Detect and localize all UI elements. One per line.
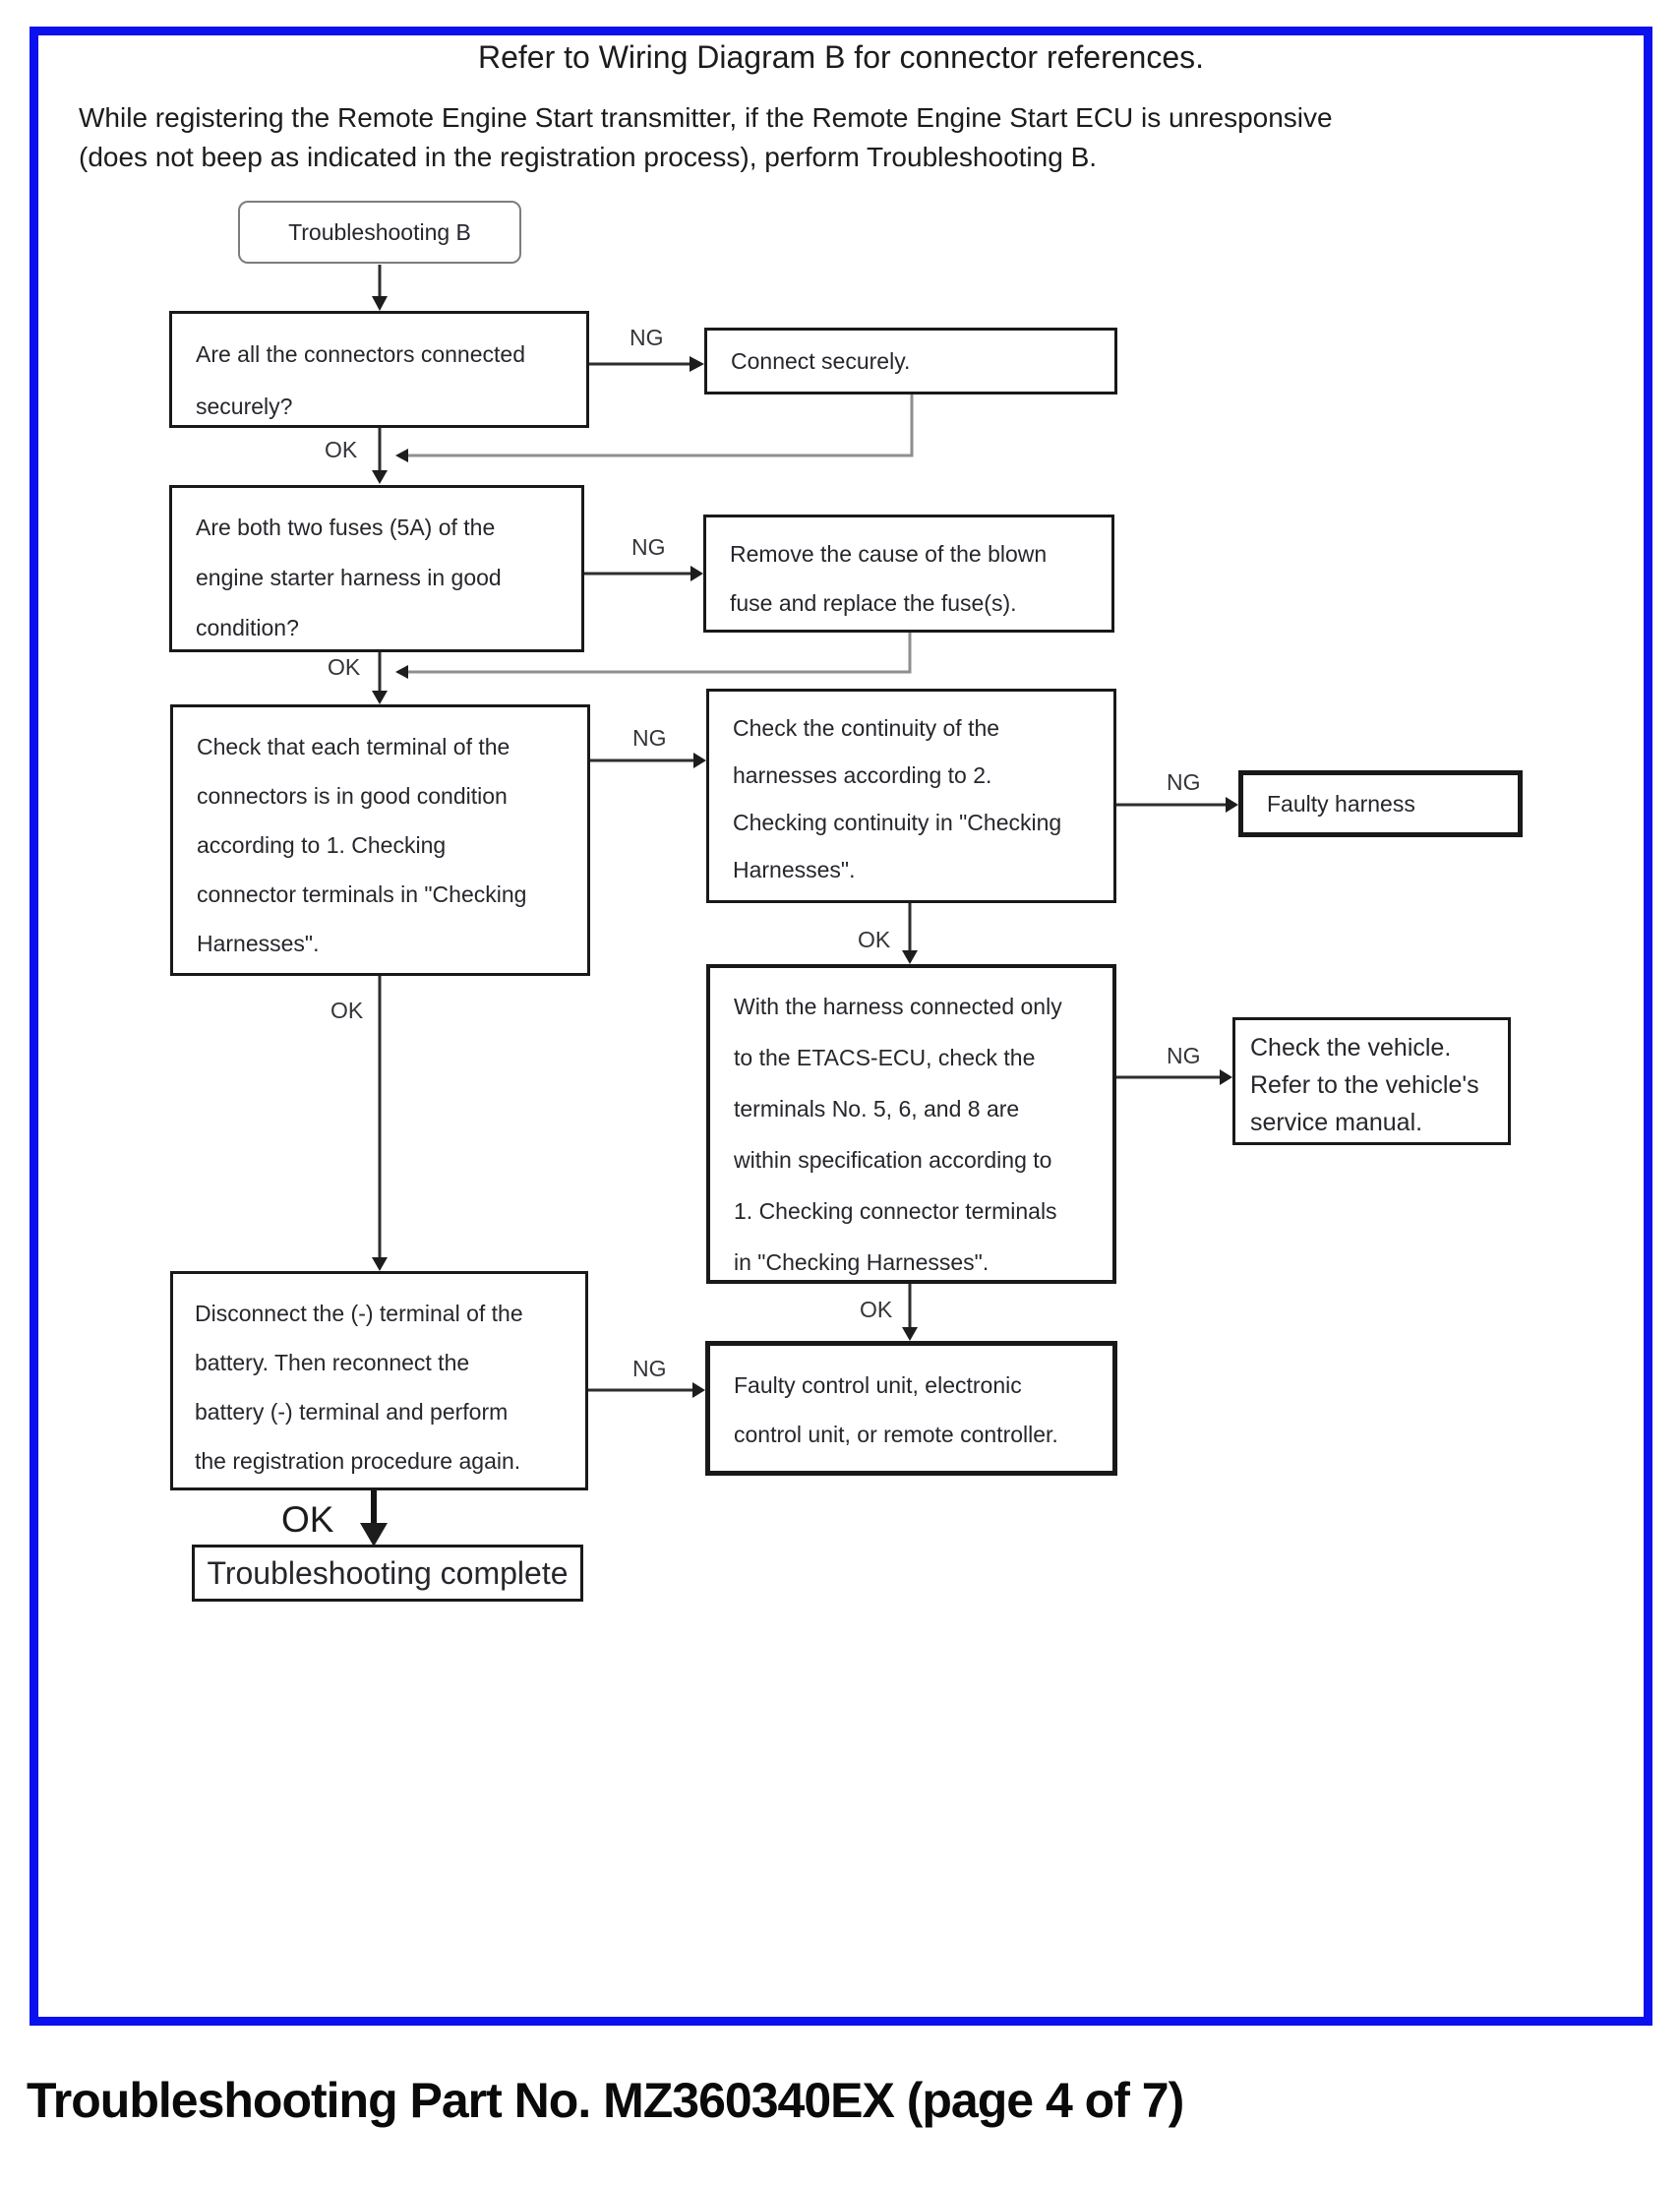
intro-text: While registering the Remote Engine Star… bbox=[79, 102, 1333, 172]
ok-label: OK bbox=[330, 998, 364, 1023]
node-question-terminals: Check that each terminal of the connecto… bbox=[170, 704, 590, 976]
node-action-battery-reconnect: Disconnect the (-) terminal of the batte… bbox=[170, 1271, 588, 1490]
ng-label: NG bbox=[632, 1356, 667, 1381]
ng-label: NG bbox=[631, 534, 666, 560]
node-action-check-continuity: Check the continuity of the harnesses ac… bbox=[706, 689, 1116, 903]
ok-label-large: OK bbox=[281, 1499, 334, 1540]
node-question-etacs-ecu: With the harness connected only to the E… bbox=[706, 964, 1116, 1284]
node-start-troubleshooting-b: Troubleshooting B bbox=[238, 201, 521, 264]
node-action-replace-fuse: Remove the cause of the blown fuse and r… bbox=[703, 515, 1114, 633]
ok-label: OK bbox=[325, 437, 358, 462]
ng-label: NG bbox=[1167, 769, 1201, 795]
ng-label: NG bbox=[632, 725, 667, 751]
page-title: Refer to Wiring Diagram B for connector … bbox=[477, 39, 1205, 75]
ng-label: NG bbox=[1167, 1043, 1201, 1068]
node-result-faulty-harness: Faulty harness bbox=[1238, 770, 1523, 837]
node-question-fuses: Are both two fuses (5A) of the engine st… bbox=[169, 485, 584, 652]
node-question-connectors: Are all the connectors connected securel… bbox=[169, 311, 589, 428]
ok-label: OK bbox=[858, 927, 891, 952]
node-troubleshooting-complete: Troubleshooting complete bbox=[192, 1545, 583, 1602]
ok-label: OK bbox=[328, 654, 361, 680]
page-footer-part-number: Troubleshooting Part No. MZ360340EX (pag… bbox=[27, 2073, 1184, 2128]
node-action-check-vehicle: Check the vehicle. Refer to the vehicle'… bbox=[1232, 1017, 1511, 1145]
node-result-faulty-control-unit: Faulty control unit, electronic control … bbox=[705, 1341, 1117, 1476]
node-action-connect-securely: Connect securely. bbox=[704, 328, 1117, 395]
ok-label: OK bbox=[860, 1297, 893, 1322]
ng-label: NG bbox=[630, 325, 664, 350]
